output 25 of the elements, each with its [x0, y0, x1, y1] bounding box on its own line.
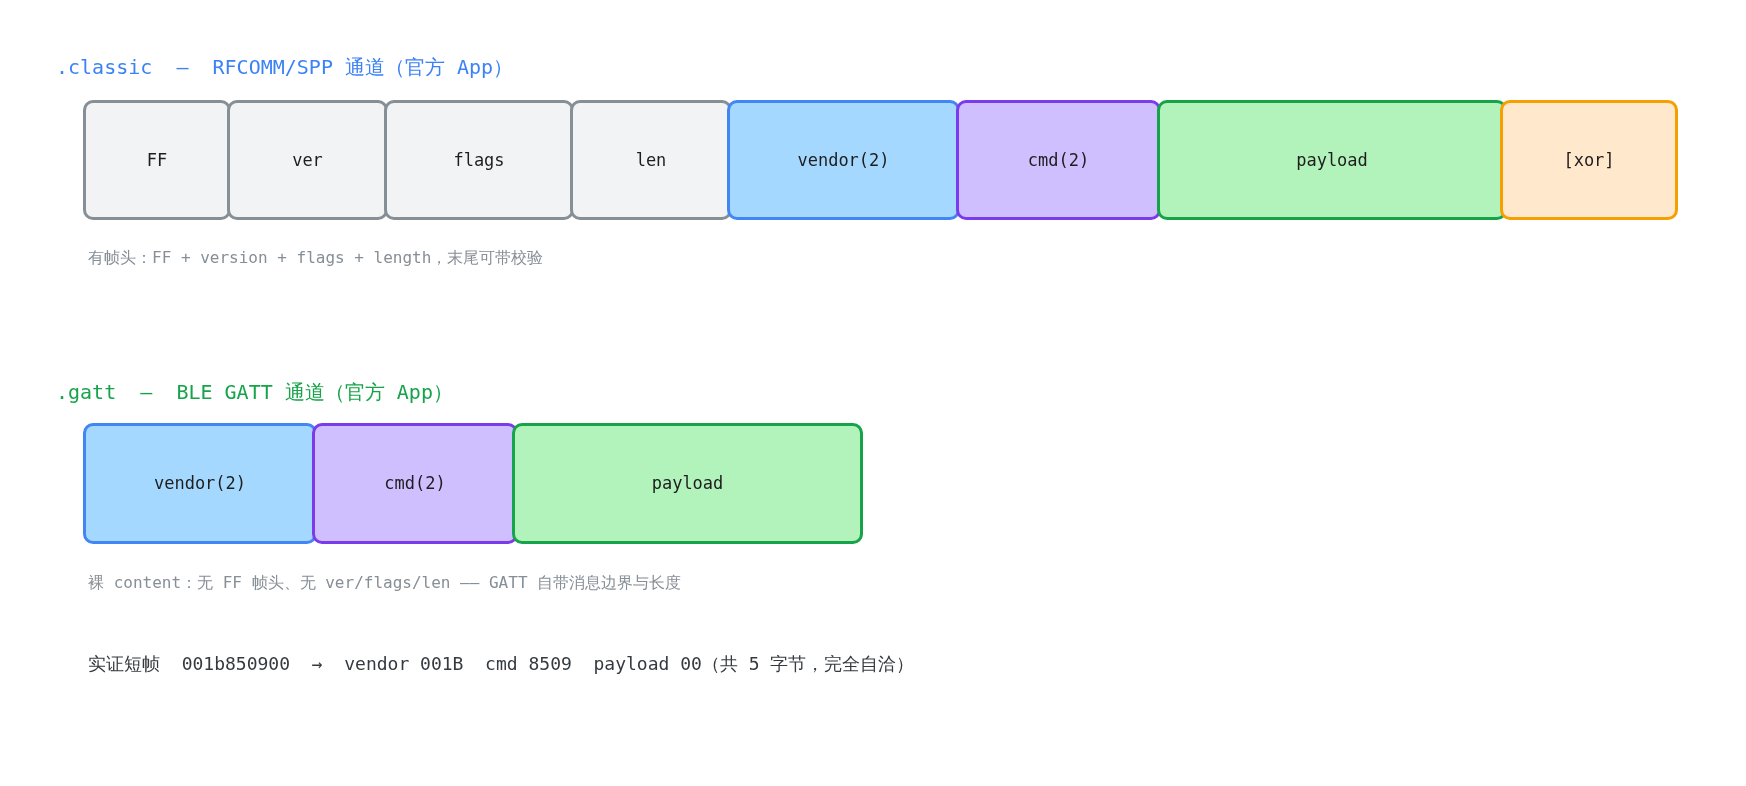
- frame-field-box: [727, 100, 960, 220]
- frame-field-box: [384, 100, 574, 220]
- note-text: 有帧头：FF + version + flags + length，末尾可带校验: [88, 248, 544, 268]
- frame-field-box: [570, 100, 732, 220]
- field-label: payload: [651, 473, 724, 494]
- field-label: ver: [292, 149, 323, 171]
- field-label: flags: [453, 149, 505, 171]
- section-heading: .gatt — BLE GATT 通道（官方 App）: [56, 380, 453, 404]
- field-label: vendor(2): [797, 149, 890, 171]
- section-heading: .classic — RFCOMM/SPP 通道（官方 App）: [56, 55, 514, 79]
- field-label: cmd(2): [384, 473, 446, 494]
- frame-field-box: [956, 100, 1161, 220]
- frame-field-box: [83, 100, 231, 220]
- note-text: 裸 content：无 FF 帧头、无 ver/flags/len —— GATT 自带消息边界与长度: [88, 573, 682, 593]
- field-label: len: [635, 149, 667, 171]
- field-label: payload: [1296, 149, 1368, 171]
- field-label: vendor(2): [153, 473, 247, 494]
- frame-field-box: [83, 423, 317, 544]
- field-label: [xor]: [1563, 149, 1615, 171]
- frame-field-box: [227, 100, 388, 220]
- frame-field-box: [512, 423, 863, 544]
- field-label: FF: [146, 149, 168, 171]
- example-text: 实证短帧 001b850900 → vendor 001B cmd 8509 payload 00（共 5 字节，完全自洽）: [88, 653, 915, 675]
- field-label: cmd(2): [1027, 149, 1090, 171]
- frame-field-box: [1500, 100, 1678, 220]
